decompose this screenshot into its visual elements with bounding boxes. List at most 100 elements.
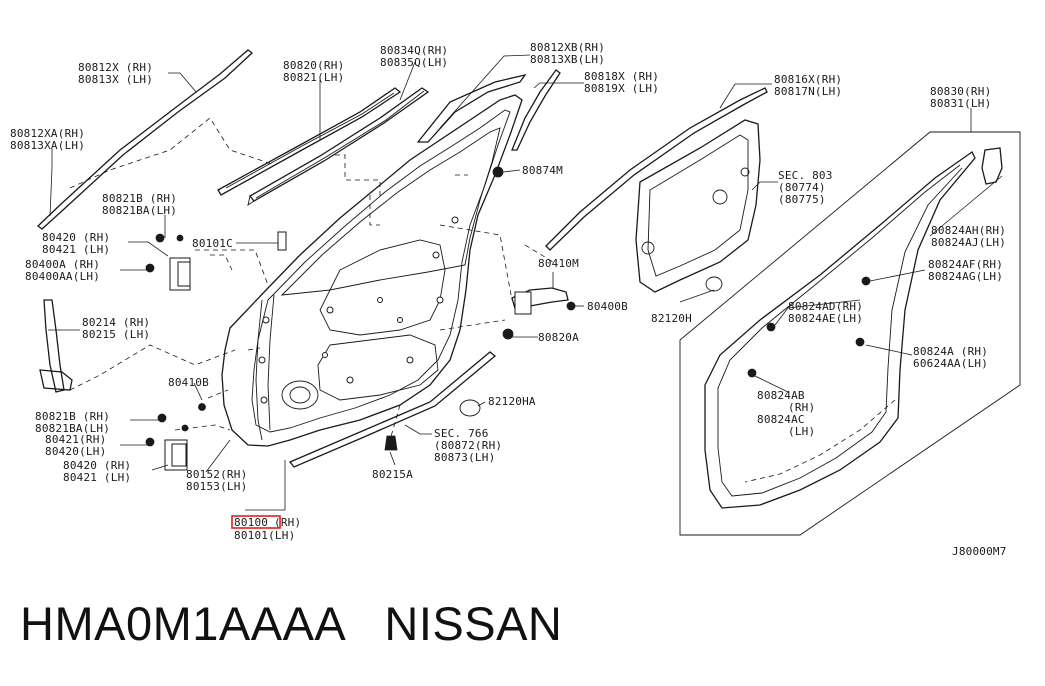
label-80835q: 80835Q(LH)	[380, 56, 448, 69]
door-hinge-side	[255, 299, 263, 441]
label-80831: 80831(LH)	[930, 97, 991, 110]
label-80824ah: 80824AH(RH)	[931, 224, 1006, 237]
door-shell-inner	[251, 109, 511, 433]
channel-80820-detail	[225, 92, 395, 189]
label-80400a: 80400A (RH)	[25, 258, 100, 271]
channel-80820	[217, 87, 402, 196]
bolt-80215a	[384, 435, 398, 451]
hinge-upper	[145, 233, 191, 291]
label-80813xb: 80813XB(LH)	[530, 53, 605, 66]
label-80872: (80872(RH)	[434, 439, 502, 452]
speaker-hole-inner	[289, 386, 311, 404]
label-80100-rh: (RH)	[274, 516, 301, 529]
figure-code: J80000M7	[952, 545, 1007, 558]
strip-80834q	[249, 87, 430, 202]
label-80824ab-rh: (RH)	[788, 401, 815, 414]
label-80816x: 80816X(RH)	[774, 73, 842, 86]
label-80215a: 80215A	[372, 468, 413, 481]
label-80824ac-lh: (LH)	[788, 425, 815, 438]
rail-80214-base	[39, 369, 73, 391]
label-80774: (80774)	[778, 181, 826, 194]
weatherstrip-80830-dash	[744, 399, 896, 483]
label-80820: 80820(RH)	[283, 59, 344, 72]
label-80101c: 80101C	[192, 237, 233, 250]
label-sec766: SEC. 766	[434, 427, 489, 440]
strip-80816x	[545, 87, 768, 251]
fastener-80410b	[198, 403, 206, 411]
label-80824ae: 80824AE(LH)	[788, 312, 863, 325]
label-80824ag: 80824AG(LH)	[928, 270, 1003, 283]
door-hinge-side-2	[267, 294, 275, 431]
label-80821: 80821(LH)	[283, 71, 344, 84]
label-80873: 80873(LH)	[434, 451, 495, 464]
label-80153: 80153(LH)	[186, 480, 247, 493]
label-80400aa: 80400AA(LH)	[25, 270, 100, 283]
molding-80812x	[36, 49, 254, 230]
part-80101c	[277, 231, 287, 251]
strip-80818x	[511, 69, 561, 151]
door-shell	[221, 94, 523, 447]
label-sec803: SEC. 803	[778, 169, 833, 182]
clip-80824ah	[981, 147, 1003, 185]
label-80824af: 80824AF(RH)	[928, 258, 1003, 271]
clip-80874m	[492, 166, 504, 178]
weatherstrip-clips	[747, 276, 871, 378]
label-80824ab: 80824AB	[757, 389, 805, 402]
weatherstrip-80830-inner	[717, 164, 963, 497]
trim-panel-hole-1	[641, 241, 655, 255]
plug-82120h	[705, 276, 723, 292]
label-80830: 80830(RH)	[930, 85, 991, 98]
door-check-bracket	[514, 291, 532, 315]
label-80834q: 80834Q(RH)	[380, 44, 448, 57]
label-80421-rh: 80421(RH)	[45, 433, 106, 446]
fastener-80820a	[502, 328, 514, 340]
part-labels: 80812X (RH) 80813X (LH) 80812XA(RH) 8081…	[10, 41, 1007, 558]
label-80820a: 80820A	[538, 331, 579, 344]
label-82120ha: 82120HA	[488, 395, 536, 408]
inner-panel-opening-upper	[319, 239, 446, 336]
label-80818x: 80818X (RH)	[584, 70, 659, 83]
label-80421-top: 80421 (LH)	[42, 243, 110, 256]
weatherstrip-80830	[704, 151, 976, 509]
footer-brand: NISSAN	[384, 597, 563, 650]
label-80101: 80101(LH)	[234, 529, 295, 542]
label-80824a: 80824A (RH)	[913, 345, 988, 358]
door-trim-panel-sec803	[635, 119, 761, 293]
label-80813xa: 80813XA(LH)	[10, 139, 85, 152]
label-80812x: 80812X (RH)	[78, 61, 153, 74]
label-80824ad: 80824AD(RH)	[788, 300, 863, 313]
label-80821ba-bot: 80821BA(LH)	[35, 422, 110, 435]
door-trim-panel-inner	[647, 134, 749, 277]
label-80812xa: 80812XA(RH)	[10, 127, 85, 140]
trim-panel-hole-2	[712, 189, 728, 205]
speaker-hole	[281, 380, 319, 410]
label-80410b: 80410B	[168, 376, 209, 389]
footer-part-number: HMA0M1AAAA	[20, 597, 344, 650]
label-80817n: 80817N(LH)	[774, 85, 842, 98]
door-window-frame	[280, 127, 501, 296]
door-fasteners	[258, 216, 459, 404]
footer-caption: HMA0M1AAAA NISSAN	[20, 596, 562, 651]
cover-82120ha	[459, 399, 481, 417]
label-80824aj: 80824AJ(LH)	[931, 236, 1006, 249]
trim-80812xb	[416, 73, 527, 143]
label-80100: 80100	[234, 516, 268, 529]
strip-80834q-end	[247, 195, 255, 206]
dashed-guide-lines	[69, 117, 554, 441]
label-80421-bot: 80421 (LH)	[63, 471, 131, 484]
label-80152: 80152(RH)	[186, 468, 247, 481]
highlight-box-80100	[231, 515, 281, 529]
sill-strip-sec766	[288, 351, 497, 468]
trim-panel-hole-3	[740, 167, 750, 177]
leader-lines	[48, 54, 1003, 511]
label-80821b-top: 80821B (RH)	[102, 192, 177, 205]
label-80420-top: 80420 (RH)	[42, 231, 110, 244]
label-80775: (80775)	[778, 193, 826, 206]
label-60624aa: 60624AA(LH)	[913, 357, 988, 370]
label-80410m: 80410M	[538, 257, 579, 270]
label-82120h: 82120H	[651, 312, 692, 325]
label-80813x: 80813X (LH)	[78, 73, 153, 86]
label-80400b: 80400B	[587, 300, 628, 313]
rail-80214	[43, 299, 65, 393]
